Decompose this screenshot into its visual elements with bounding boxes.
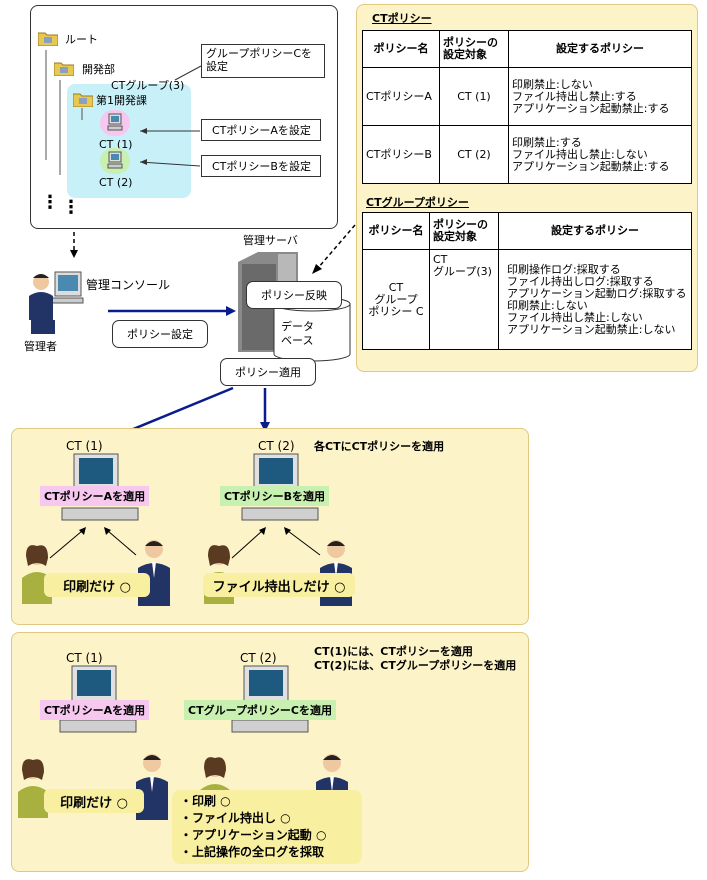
panel1-tag-policy-b: CTポリシーBを適用 (220, 486, 329, 506)
policy-line: ファイル持出し禁止:する (512, 89, 637, 103)
server-title: 管理サーバ (243, 234, 298, 247)
man-icon (134, 752, 170, 820)
panel1-tag-policy-a: CTポリシーAを適用 (40, 486, 150, 506)
policy-line: 印刷操作ログ:採取する (507, 262, 621, 276)
computer-icon (60, 452, 140, 522)
list-item: ・印刷 ○ (180, 794, 231, 808)
list-item: ・アプリケーション起動 ○ (180, 828, 327, 842)
panel2-tag-policy-a: CTポリシーAを適用 (40, 700, 150, 720)
table-cell: CTポリシーA (362, 67, 440, 126)
table-cell: CT グループ ポリシー C (362, 249, 430, 350)
panel2-ct2-label: CT (2) (240, 651, 277, 665)
cell-line: CT (388, 280, 404, 294)
table-cell: 印刷操作ログ:採取する ファイル持出しログ:採取する アプリケーション起動ログ:… (498, 249, 692, 350)
table-cell: 印刷禁止:する ファイル持出し禁止:しない アプリケーション起動禁止:する (508, 125, 692, 184)
panel2-pill-print-only: 印刷だけ ○ (44, 789, 144, 813)
admin-with-computer-icon (25, 268, 85, 338)
callout-policy-b: CTポリシーBを設定 (201, 155, 321, 177)
policy-reflect-box: ポリシー反映 (246, 281, 342, 309)
policy-line: ファイル持出し禁止:しない (507, 310, 643, 324)
list-item: ・上記操作の全ログを採取 (180, 845, 325, 859)
callout-policy-a: CTポリシーAを設定 (201, 119, 321, 141)
panel1-pill-print-only: 印刷だけ ○ (44, 573, 150, 597)
tree-ct1: CT (1) (99, 138, 133, 151)
policy-line: アプリケーション起動ログ:採取する (507, 286, 687, 300)
list-item: ・ファイル持出し ○ (180, 811, 291, 825)
callout-group-policy: グループポリシーCを設定 (201, 44, 325, 78)
panel2-heading-1: CT(1)には、CTポリシーを適用 (314, 645, 473, 658)
policy-line: 印刷禁止:しない (512, 77, 593, 91)
computer-icon (240, 452, 320, 522)
cell-line: グループ (374, 292, 418, 306)
tree-section: 第1開発課 (96, 94, 147, 107)
tree-dept: 開発部 (82, 63, 115, 76)
panel1-ct1-label: CT (1) (66, 439, 103, 453)
tree-more-dots: ⋮ (41, 192, 59, 213)
computer-icon (100, 110, 130, 136)
console-label: 管理コンソール (86, 278, 171, 292)
tree-ct2: CT (2) (99, 176, 133, 189)
panel2-tag-group-policy-c: CTグループポリシーCを適用 (184, 700, 336, 720)
computer-icon (230, 664, 310, 734)
woman-icon (20, 544, 54, 604)
policy-line: アプリケーション起動禁止:しない (507, 322, 676, 336)
policy-line: 印刷禁止:する (512, 135, 582, 149)
policy-line: ファイル持出しログ:採取する (507, 274, 654, 288)
tree-root: ルート (65, 33, 98, 46)
policy-apply-box: ポリシー適用 (220, 358, 316, 386)
panel2-ct1-label: CT (1) (66, 651, 103, 665)
group-policy-table: ポリシー名 ポリシーの設定対象 設定するポリシー CT グループ ポリシー C … (362, 212, 692, 350)
table-header: ポリシーの設定対象 (429, 212, 499, 250)
group-policy-title: CTグループポリシー (366, 196, 469, 209)
admin-label: 管理者 (24, 340, 57, 353)
cell-line: CT (433, 253, 448, 266)
cell-line: ポリシー C (368, 304, 424, 318)
computer-icon (58, 664, 138, 734)
ct-policy-title: CTポリシー (372, 12, 432, 25)
panel2-heading-2: CT(2)には、CTグループポリシーを適用 (314, 659, 517, 672)
policy-line: アプリケーション起動禁止:する (512, 101, 670, 115)
computer-icon (100, 148, 130, 174)
panel1-ct2-label: CT (2) (258, 439, 295, 453)
policy-line: ファイル持出し禁止:しない (512, 147, 648, 161)
cell-line: グループ(3) (433, 265, 492, 278)
policy-line: 印刷禁止:しない (507, 298, 588, 312)
panel1-pill-file-only: ファイル持出しだけ ○ (203, 573, 355, 597)
table-cell: CT (2) (439, 125, 509, 184)
table-cell: CT グループ(3) (429, 249, 499, 350)
policy-setting-box: ポリシー設定 (112, 320, 208, 348)
panel2-capability-list: ・印刷 ○ ・ファイル持出し ○ ・アプリケーション起動 ○ ・上記操作の全ログ… (172, 790, 362, 864)
ct-policy-table: ポリシー名 ポリシーの設定対象 設定するポリシー CTポリシーA CT (1) … (362, 30, 692, 184)
table-cell: CTポリシーB (362, 125, 440, 184)
woman-icon (16, 758, 50, 818)
policy-line: アプリケーション起動禁止:する (512, 159, 670, 173)
panel1-heading: 各CTにCTポリシーを適用 (314, 440, 445, 453)
table-header: 設定するポリシー (508, 30, 692, 68)
tree-group: CTグループ(3) (111, 79, 185, 92)
table-cell: CT (1) (439, 67, 509, 126)
tree-more-dots: ⋮ (62, 197, 80, 218)
database-label: データベース (281, 320, 314, 347)
